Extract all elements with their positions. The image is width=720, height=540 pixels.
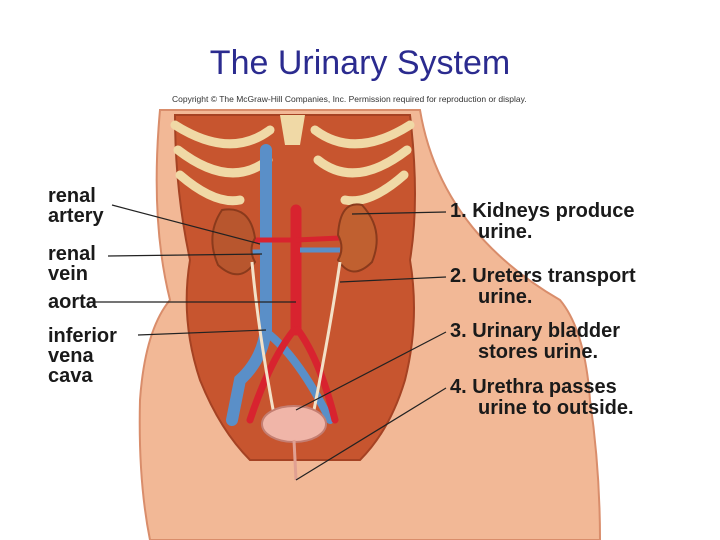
label-urinary-bladder: 3. Urinary bladder stores urine. (450, 321, 620, 363)
label-ureters: 2. Ureters transport urine. (450, 266, 636, 308)
renal-artery-vessel (250, 235, 341, 243)
label-text: stores urine. (478, 341, 599, 363)
label-renal-vein: renal vein (48, 244, 96, 284)
label-text: 2. Ureters transport (450, 265, 636, 287)
renal-vein-vessel (250, 247, 340, 255)
iliac-artery-right (294, 326, 339, 424)
page-title: The Urinary System (209, 44, 511, 82)
ureter-left (250, 261, 277, 421)
left-leader-lines (88, 204, 296, 336)
label-text: urine. (478, 286, 533, 308)
label-text: urine. (478, 221, 533, 243)
urinary-bladder (261, 405, 327, 443)
label-text: 4. Urethra passes (450, 376, 617, 398)
label-aorta: aorta (48, 291, 97, 313)
rib-cage (170, 120, 415, 206)
label-text: vein (48, 263, 89, 285)
sternum (280, 115, 305, 145)
label-text: artery (48, 205, 104, 227)
label-text: 3. Urinary bladder (450, 320, 621, 342)
label-kidneys: 1. Kidneys produce urine. (450, 201, 635, 243)
label-text: renal (48, 243, 96, 265)
label-inferior-vena-cava: inferior vena cava (48, 326, 117, 386)
label-text: cava (48, 365, 93, 387)
copyright-notice: Copyright © The McGraw-Hill Companies, I… (172, 94, 527, 104)
kidney-right (336, 203, 378, 273)
iliac-artery-left (246, 326, 298, 424)
label-text: vena (48, 345, 94, 367)
label-text: renal (48, 185, 96, 207)
label-renal-artery: renal artery (48, 186, 104, 226)
iliac-vein-right (266, 331, 334, 424)
label-urethra: 4. Urethra passes urine to outside. (450, 377, 634, 419)
label-text: 1. Kidneys produce (450, 200, 635, 222)
label-text: inferior (48, 325, 117, 347)
urethra (292, 439, 298, 481)
kidney-left (211, 208, 257, 276)
right-leader-lines (295, 211, 447, 481)
label-text: urine to outside. (478, 397, 634, 419)
